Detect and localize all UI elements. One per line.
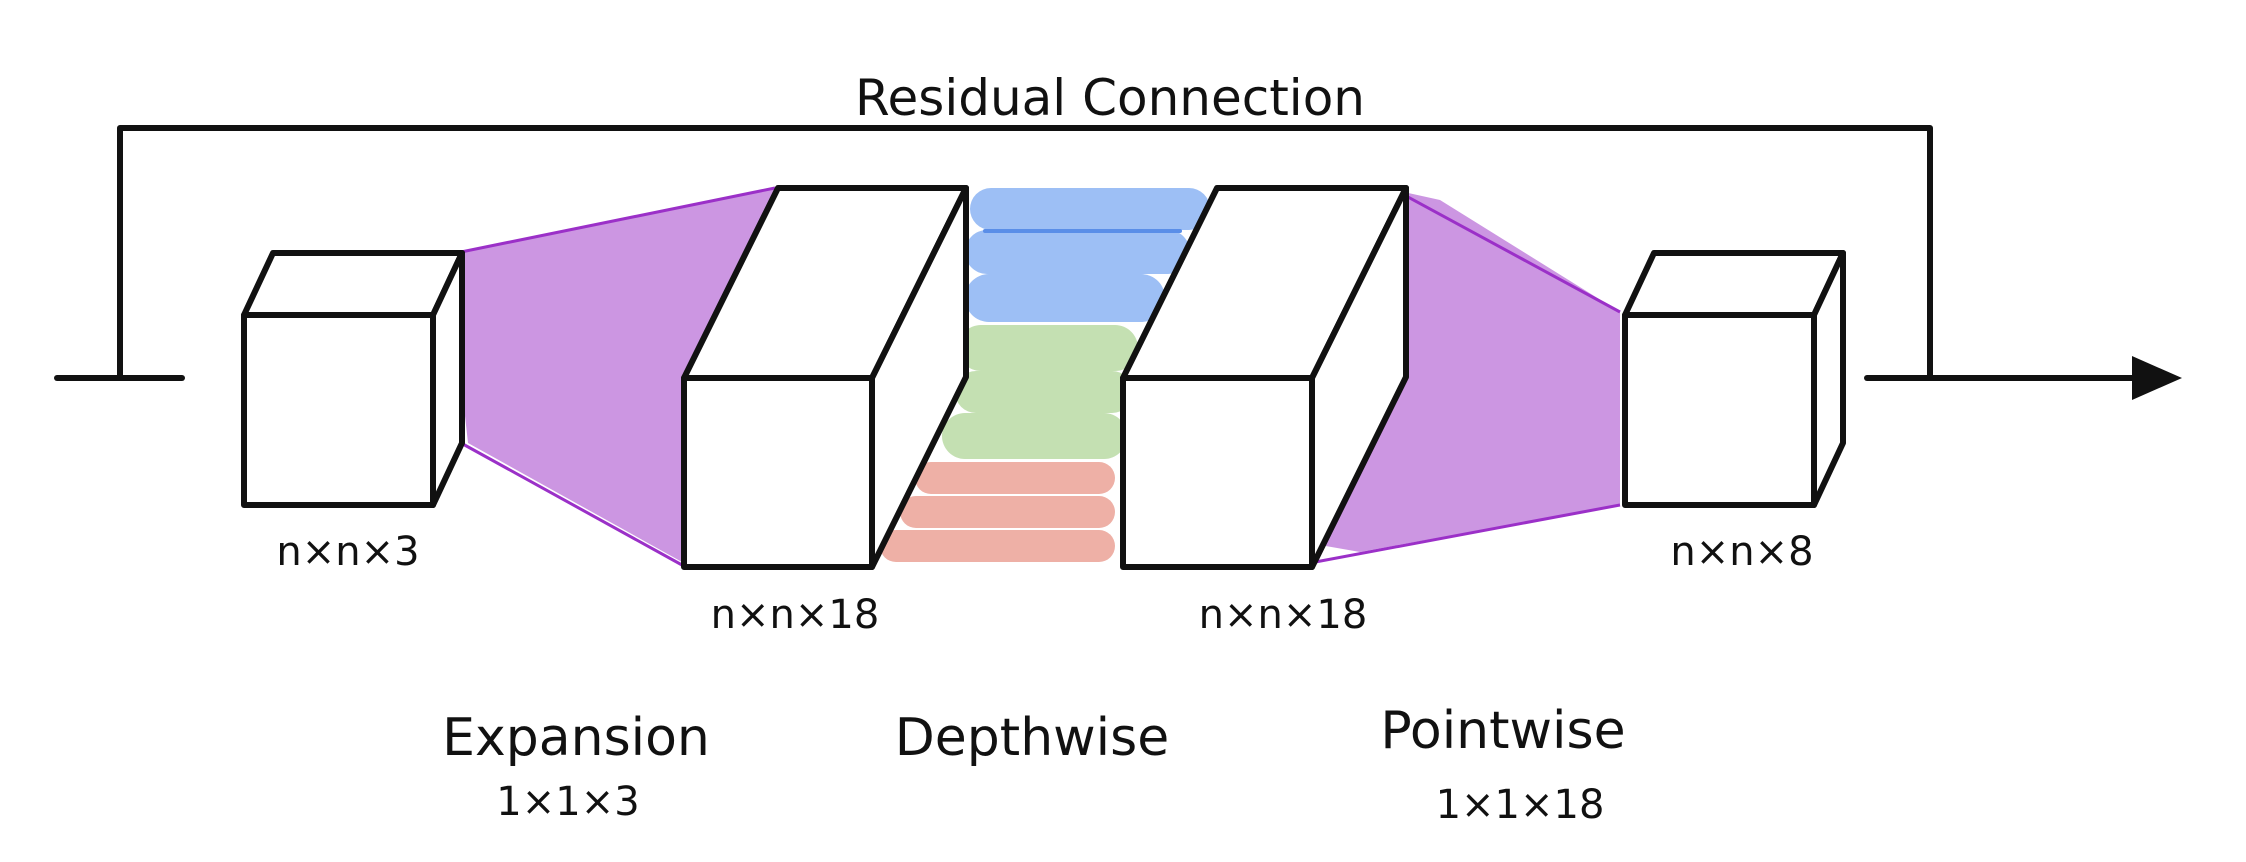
expansion-kernel-label: 1×1×3	[496, 779, 639, 825]
output-arrowhead-icon	[2132, 356, 2182, 400]
output-tensor-cube	[1622, 250, 1846, 508]
expansion-projection	[460, 186, 776, 567]
expansion-fill	[461, 188, 775, 562]
input-tensor-label: n×n×3	[276, 529, 419, 575]
expansion-bottom-edge	[460, 441, 683, 567]
pointwise-bottom-edge	[1309, 503, 1621, 565]
output-cube-top	[1622, 250, 1846, 318]
depthwise-red-stroke-2	[900, 496, 1115, 528]
expanded-tensor-label: n×n×18	[711, 592, 880, 638]
expanded-tensor-cube	[681, 185, 969, 570]
depthwise-green-stroke-3	[942, 413, 1127, 459]
expansion-stage-label: Expansion	[442, 708, 710, 768]
pointwise-stage-label: Pointwise	[1380, 701, 1625, 761]
depthwise-tensor-label: n×n×18	[1199, 592, 1368, 638]
expanded-cube-front	[681, 375, 875, 570]
depthwise-red-stroke-3	[880, 530, 1115, 562]
depthwise-blue-stroke-1	[970, 188, 1210, 230]
depthwise-green-stroke-2	[955, 371, 1133, 413]
pointwise-top-edge	[1394, 188, 1621, 314]
input-cube-top	[241, 250, 465, 318]
depthwise-cube-front	[1120, 375, 1315, 570]
depthwise-tensor-cube	[1120, 185, 1409, 570]
depthwise-filters	[880, 188, 1210, 562]
residual-connection: Residual Connection	[54, 69, 2182, 400]
depthwise-red-stroke-1	[915, 462, 1115, 494]
depthwise-stage-label: Depthwise	[895, 708, 1169, 768]
input-tensor-cube	[241, 250, 465, 508]
output-tensor-label: n×n×8	[1670, 529, 1813, 575]
depthwise-green-stroke-1	[958, 325, 1138, 371]
output-cube-front	[1622, 312, 1817, 508]
expansion-top-edge	[460, 186, 776, 254]
depthwise-blue-stroke-3	[965, 274, 1165, 322]
pointwise-kernel-label: 1×1×18	[1436, 782, 1605, 828]
depthwise-blue-stroke-2	[965, 230, 1190, 274]
residual-bracket-line	[117, 125, 1933, 381]
residual-connection-label: Residual Connection	[855, 69, 1365, 127]
input-cube-front	[241, 312, 436, 508]
